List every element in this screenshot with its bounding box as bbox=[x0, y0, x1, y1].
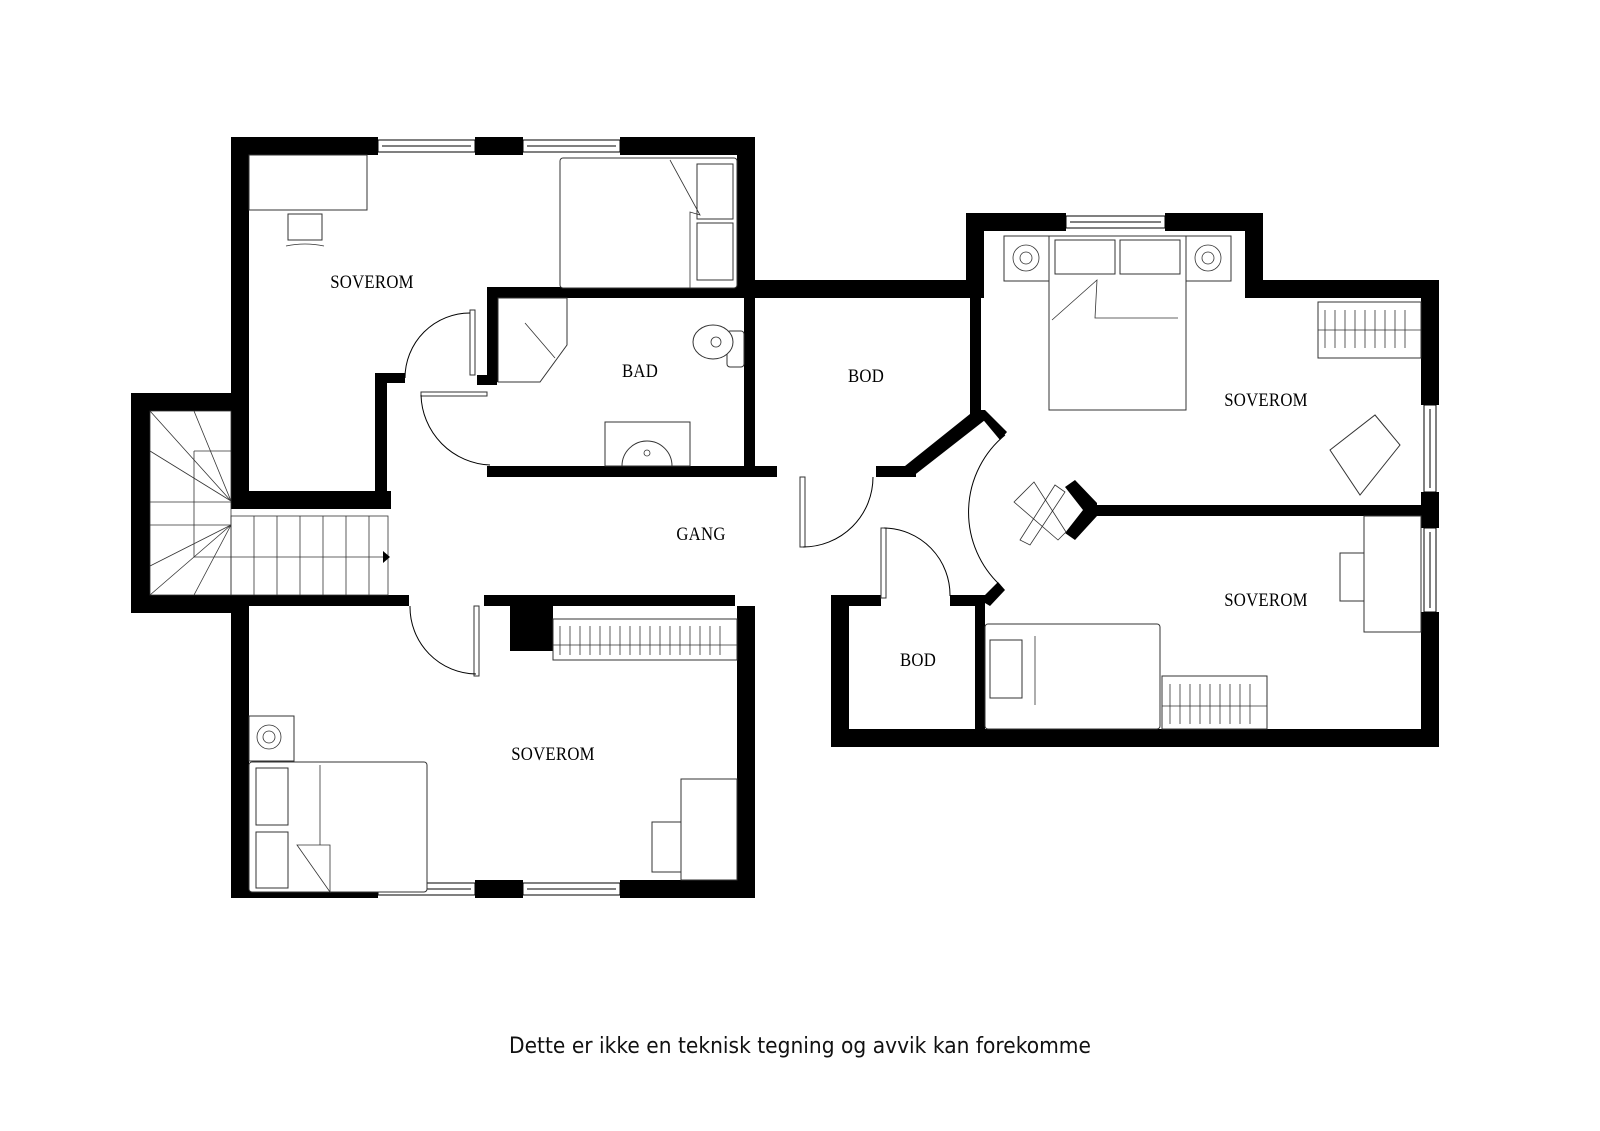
walls bbox=[131, 137, 1439, 898]
room-label-soverom-nw: SOVEROM bbox=[330, 272, 414, 293]
room-label-soverom-sw: SOVEROM bbox=[511, 744, 595, 765]
room-label-bod-south: BOD bbox=[899, 650, 937, 671]
stairs bbox=[149, 410, 390, 596]
disclaimer-text: Dette er ikke en teknisk tegning og avvi… bbox=[509, 1034, 1091, 1059]
furniture bbox=[248, 154, 1422, 894]
room-label-gang: GANG bbox=[676, 524, 726, 545]
stair-arrow-icon bbox=[383, 551, 390, 563]
room-label-bod-north: BOD bbox=[847, 366, 885, 387]
room-label-soverom-ne: SOVEROM bbox=[1224, 390, 1308, 411]
room-label-bad: BAD bbox=[621, 361, 659, 382]
doors bbox=[404, 309, 1067, 677]
room-label-soverom-e: SOVEROM bbox=[1224, 590, 1308, 611]
windows bbox=[377, 139, 1437, 896]
